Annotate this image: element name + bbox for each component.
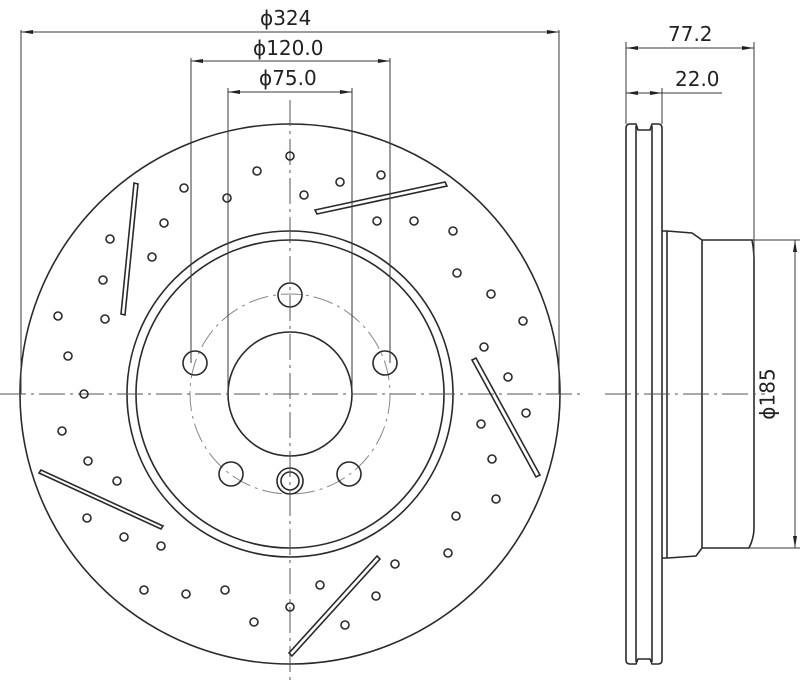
slot [37,468,165,531]
side-view [605,42,800,665]
dim-outer-diameter: ϕ324 [260,6,312,30]
disc-plate-profile [625,123,663,665]
dim-disc-thickness: 22.0 [675,67,720,91]
dim-overall-height: 77.2 [668,22,713,46]
front-view [0,30,585,684]
dim-hat-diameter: ϕ185 [755,368,780,420]
slot [287,554,382,658]
bolt-hole [182,350,208,376]
bolt-hole [218,461,244,487]
slot [313,181,449,215]
dim-center-bore-diameter: ϕ75.0 [259,66,317,90]
bolt-hole [336,461,362,487]
slot [120,181,139,317]
dim-bolt-circle-diameter: ϕ120.0 [253,36,324,60]
slot [470,356,542,479]
bolt-hole [372,350,398,376]
drill-holes [53,151,531,630]
slots [37,181,542,658]
